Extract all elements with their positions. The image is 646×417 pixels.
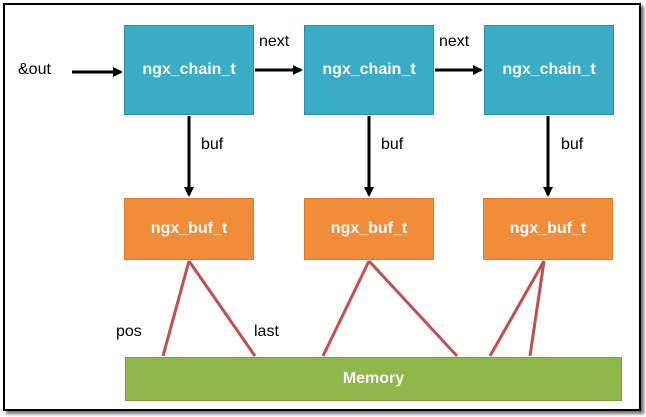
last-line-3	[528, 260, 546, 357]
buf-label-2: buf	[381, 136, 404, 153]
next-label-2: next	[439, 33, 470, 50]
buf-node-3: ngx_buf_t	[483, 198, 613, 260]
pos-line-2	[321, 260, 371, 357]
memory-block: Memory	[125, 357, 622, 401]
last-line-1	[187, 260, 257, 357]
buf-label-1: buf	[201, 136, 224, 153]
buf-node-1: ngx_buf_t	[124, 198, 254, 260]
chain-node-1: ngx_chain_t	[124, 25, 254, 115]
pos-line-1	[161, 260, 191, 357]
last-line-2	[367, 259, 459, 358]
pointer-lines	[161, 259, 546, 358]
out-label: &out	[18, 61, 51, 78]
last-label: last	[254, 323, 279, 340]
next-label-1: next	[259, 33, 290, 50]
pos-line-3	[488, 260, 546, 357]
pos-label: pos	[116, 323, 142, 340]
chain-node-3: ngx_chain_t	[484, 25, 614, 115]
buf-label-3: buf	[561, 136, 584, 153]
buf-node-2: ngx_buf_t	[304, 198, 434, 260]
chain-node-2: ngx_chain_t	[304, 25, 434, 115]
